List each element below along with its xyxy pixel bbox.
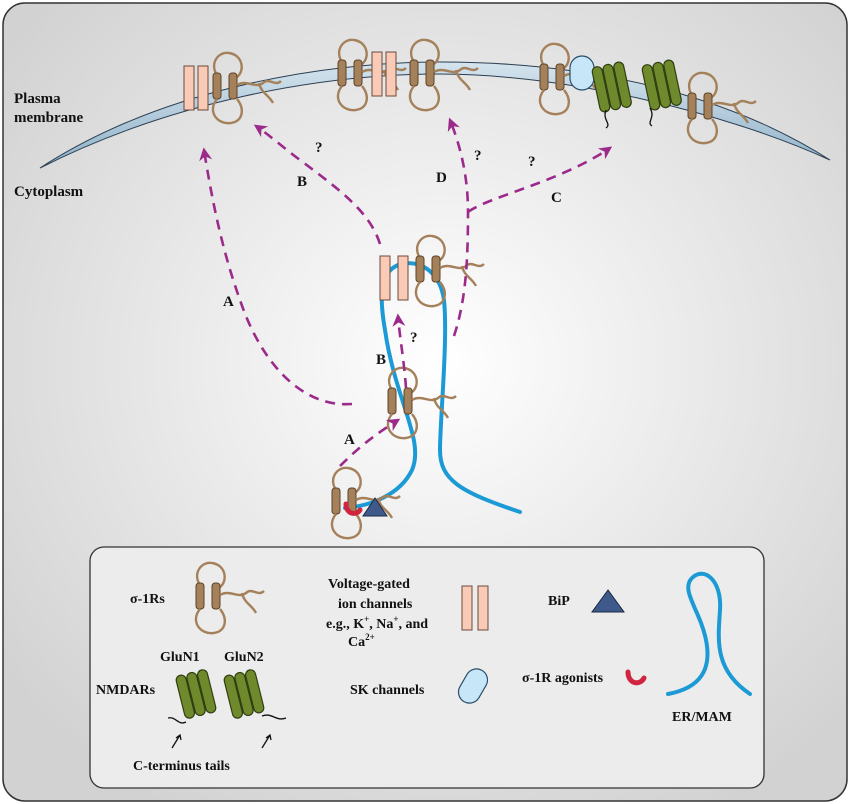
membrane-vgc-left bbox=[183, 51, 283, 125]
legend-vgc-line4: Ca2+ bbox=[348, 632, 375, 650]
er-bip-complex bbox=[330, 466, 402, 540]
pathway-b-top-label: B bbox=[297, 174, 307, 190]
legend-er-icon bbox=[666, 571, 752, 696]
pathway-arrow-b-inner bbox=[392, 313, 408, 389]
pathway-c-question: ? bbox=[528, 154, 536, 170]
legend-vgc-line1: Voltage-gated bbox=[328, 577, 410, 592]
plasma-membrane-label-2: membrane bbox=[14, 110, 83, 126]
membrane-nmda-sk-complex bbox=[538, 42, 758, 145]
legend-tail-pointer-left bbox=[171, 733, 182, 749]
pathway-arrow-a-inner bbox=[339, 418, 401, 467]
pathway-b-inner-label: B bbox=[376, 352, 386, 368]
legend-glun2-icon bbox=[223, 669, 265, 719]
pathway-a-left-label: A bbox=[223, 294, 234, 310]
er-vgc-top bbox=[379, 234, 486, 308]
cytoplasm-label: Cytoplasm bbox=[14, 184, 84, 200]
legend-vgc-icon bbox=[461, 585, 473, 631]
legend-sigma-label: σ-1Rs bbox=[130, 592, 165, 607]
legend-nmdar-label: NMDARs bbox=[96, 683, 156, 698]
pathway-d-label: D bbox=[436, 170, 447, 186]
legend-agonist-label: σ-1R agonists bbox=[522, 671, 604, 686]
pathway-a-inner-label: A bbox=[344, 432, 355, 448]
plasma-membrane-label: Plasma bbox=[14, 91, 61, 107]
legend-vgc-line2: ion channels bbox=[338, 597, 413, 612]
legend-er-label: ER/MAM bbox=[672, 710, 732, 725]
pathway-d-question: ? bbox=[474, 148, 482, 164]
legend-bip-icon bbox=[591, 589, 625, 613]
legend-glun1-label: GluN1 bbox=[160, 650, 200, 665]
legend-sk-label: SK channels bbox=[350, 683, 425, 698]
pathway-arrow-b-top bbox=[253, 124, 382, 245]
legend-tail-pointer-right bbox=[261, 733, 272, 749]
pathway-b-top-question: ? bbox=[315, 140, 323, 156]
legend-c-terminus-label: C-terminus tails bbox=[133, 759, 230, 774]
membrane-vgc-center bbox=[336, 38, 480, 112]
legend-c-terminus-tails bbox=[167, 714, 287, 724]
legend-glun2-label: GluN2 bbox=[224, 650, 264, 665]
legend-box bbox=[89, 546, 765, 789]
legend-bip-label: BiP bbox=[548, 594, 570, 609]
legend-glun1-icon bbox=[175, 669, 217, 719]
pathway-c-label: C bbox=[551, 190, 562, 206]
legend-vgc-line3: e.g., K+, Na+, and bbox=[326, 614, 428, 632]
pathway-arrow-d bbox=[447, 117, 470, 337]
bip-icon bbox=[362, 497, 388, 517]
agonist-icon bbox=[343, 501, 363, 516]
legend-agonist-icon bbox=[625, 669, 647, 686]
legend-sk-icon bbox=[457, 668, 489, 704]
pathway-b-inner-question: ? bbox=[410, 330, 418, 346]
sk-channel-icon bbox=[569, 55, 595, 91]
